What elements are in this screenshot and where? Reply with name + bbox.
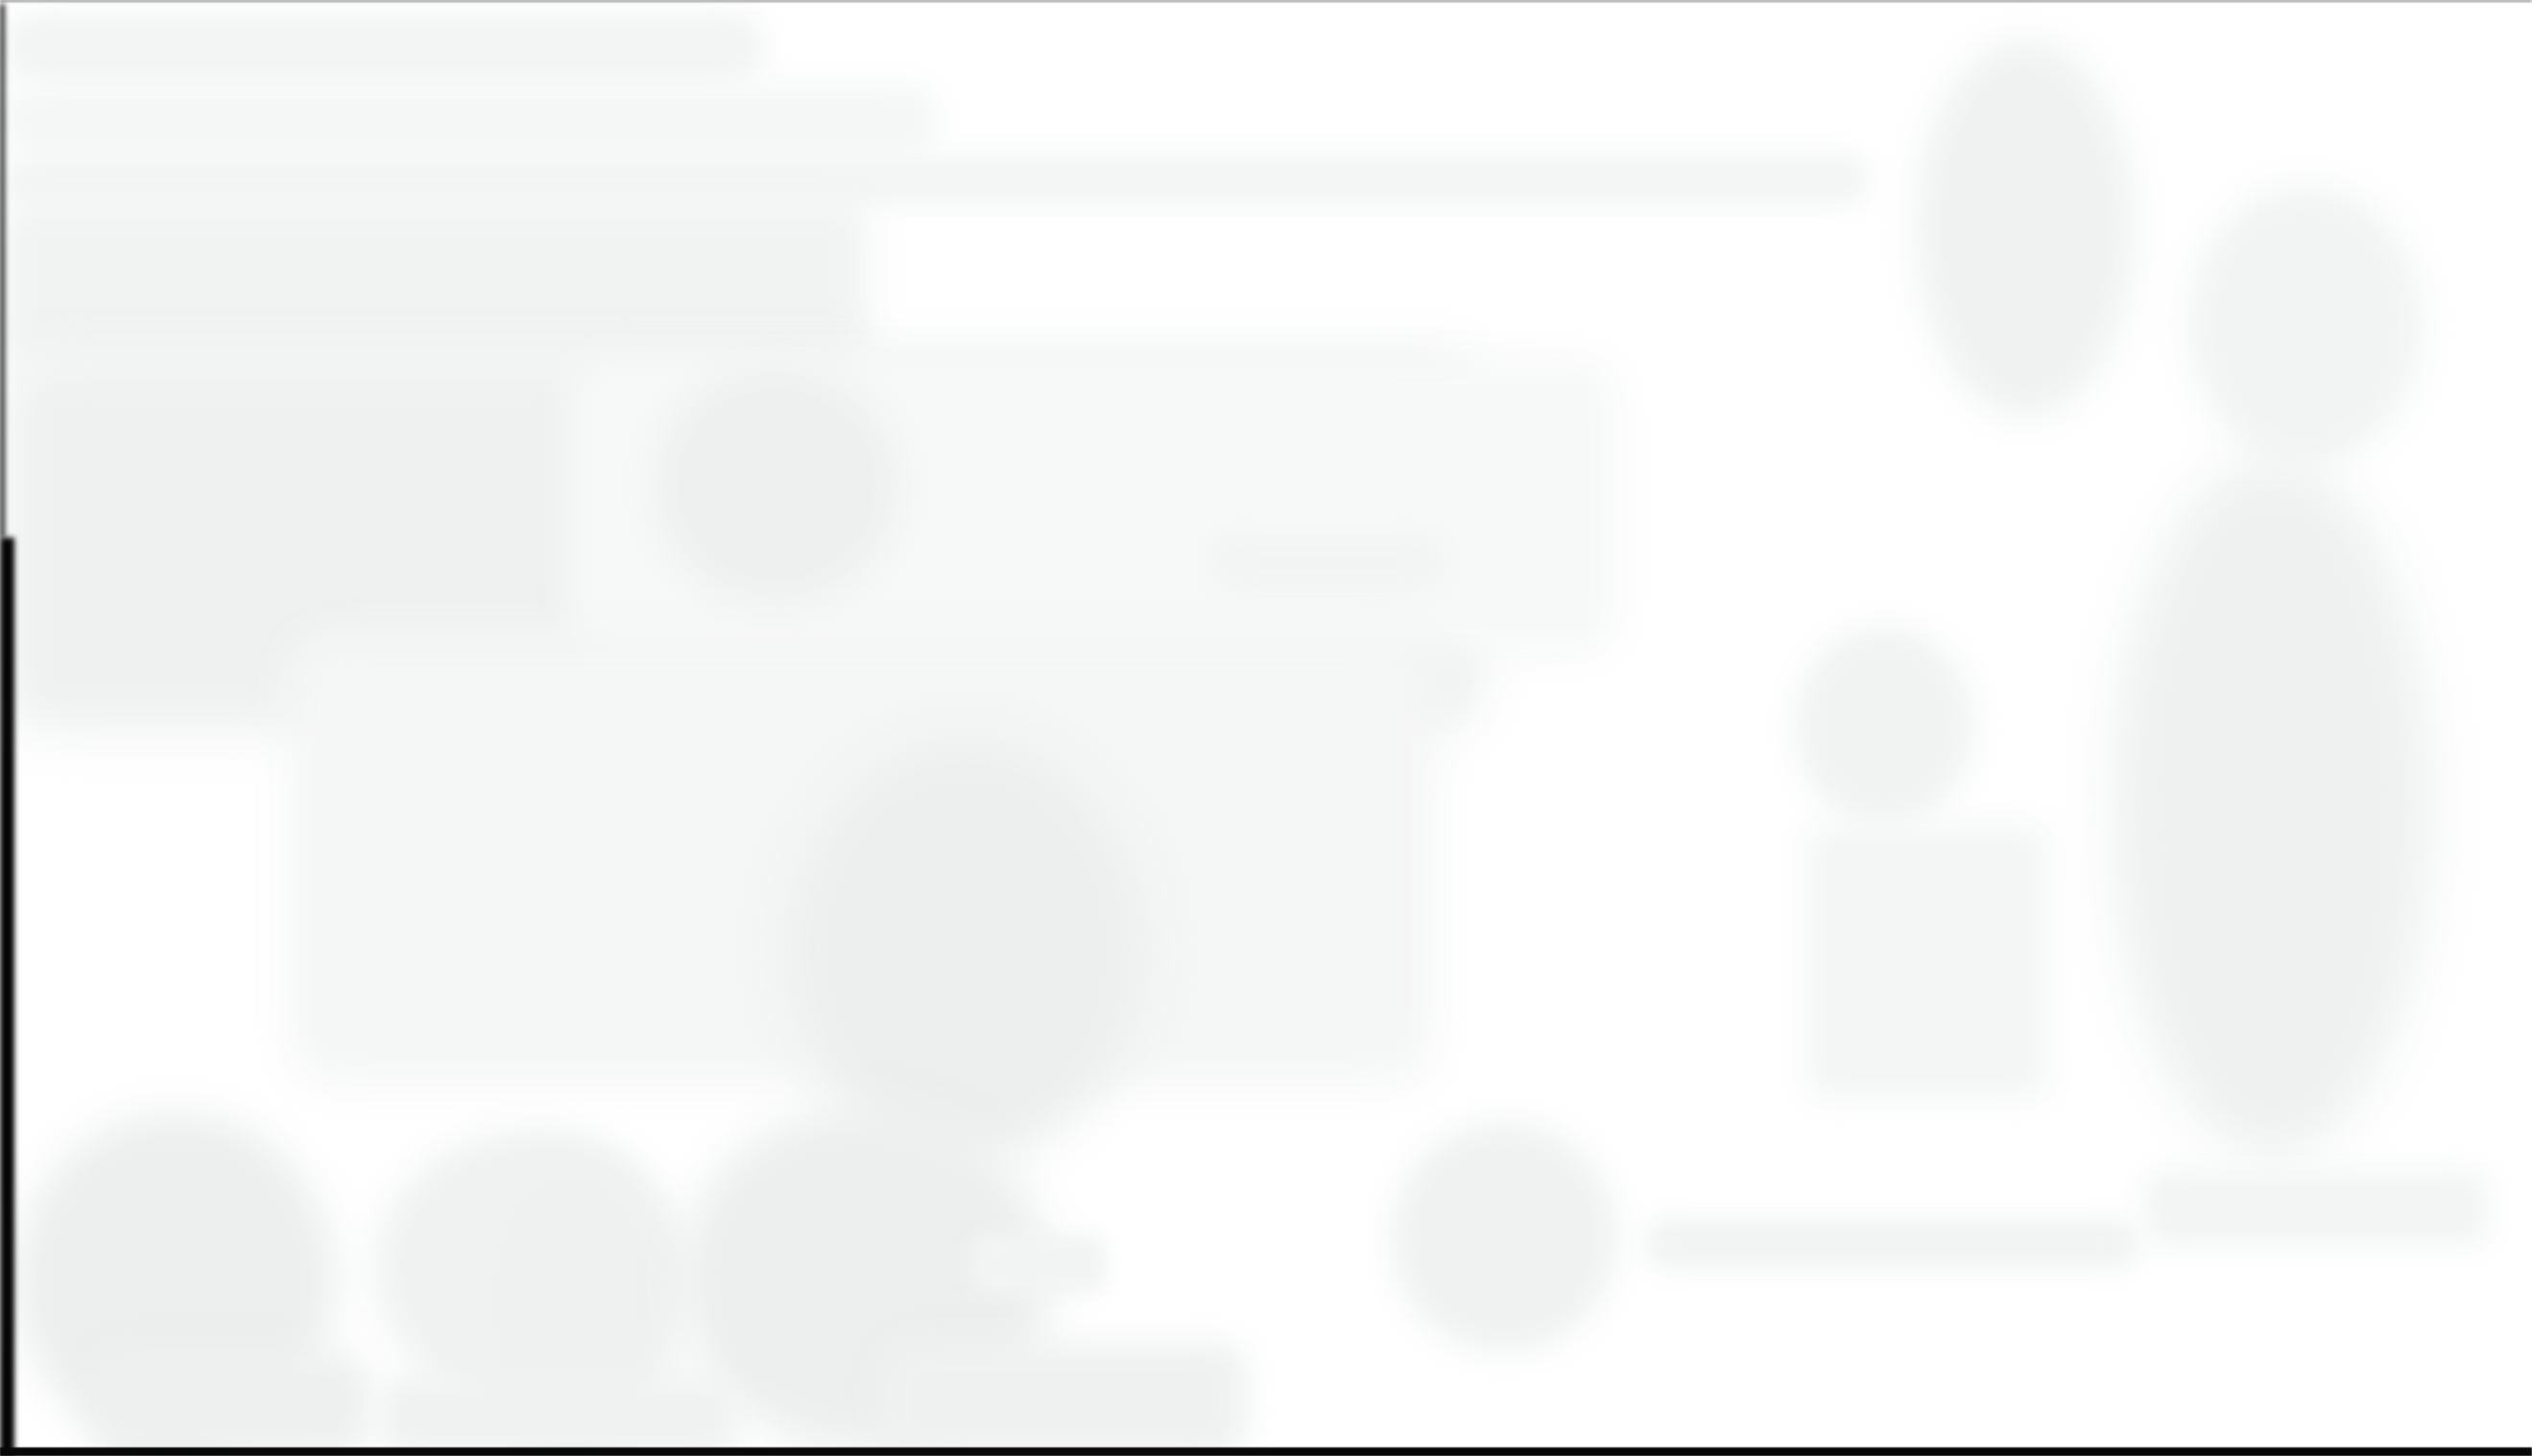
- ghost-bar-bottom-mid: [1643, 1217, 2140, 1271]
- ghost-wheel-2: [372, 1131, 678, 1407]
- ghost-bar-mid: [1212, 537, 1443, 587]
- ghost-ring-top-right-1: [1915, 38, 2136, 418]
- ghost-area-left: [0, 353, 1483, 732]
- frame-top-hairline: [0, 0, 2532, 2]
- ghost-streaks-right: [1804, 823, 2049, 1100]
- ghost-ring-big-right: [2110, 457, 2434, 1158]
- ghost-wheel-3: [459, 1142, 681, 1456]
- ghost-card-upper: [568, 357, 1619, 656]
- ghost-blob-center: [785, 737, 1148, 1161]
- ghost-ellipse-mid-right: [1793, 626, 1975, 825]
- ghost-band-top-3: [0, 152, 1872, 207]
- ghost-wheel-5: [1390, 1121, 1618, 1353]
- frame-left-edge-top: [0, 4, 5, 537]
- ghost-ring-ellipse: [653, 365, 900, 605]
- ghost-rect-bottom-3: [881, 1342, 1248, 1456]
- ghost-ring-top-right-2: [2186, 184, 2425, 465]
- ghost-rect-bottom-1: [90, 1351, 370, 1456]
- ghost-band-top-1: [0, 10, 768, 84]
- frame-left-edge-bottom: [0, 537, 14, 1456]
- ghost-wheel-4: [677, 1106, 1053, 1453]
- ghost-chip-center: [971, 1234, 1108, 1294]
- ghost-rect-bottom-2: [379, 1374, 740, 1456]
- ghost-panel-lower: [288, 635, 1435, 1085]
- ghost-wheel-1: [13, 1111, 338, 1449]
- frame-bottom-bar: [0, 1447, 2532, 1456]
- ghost-band-top-2: [0, 83, 941, 155]
- ghost-area-upper-left: [0, 202, 869, 365]
- ghost-rect-bottom-right: [2142, 1169, 2490, 1248]
